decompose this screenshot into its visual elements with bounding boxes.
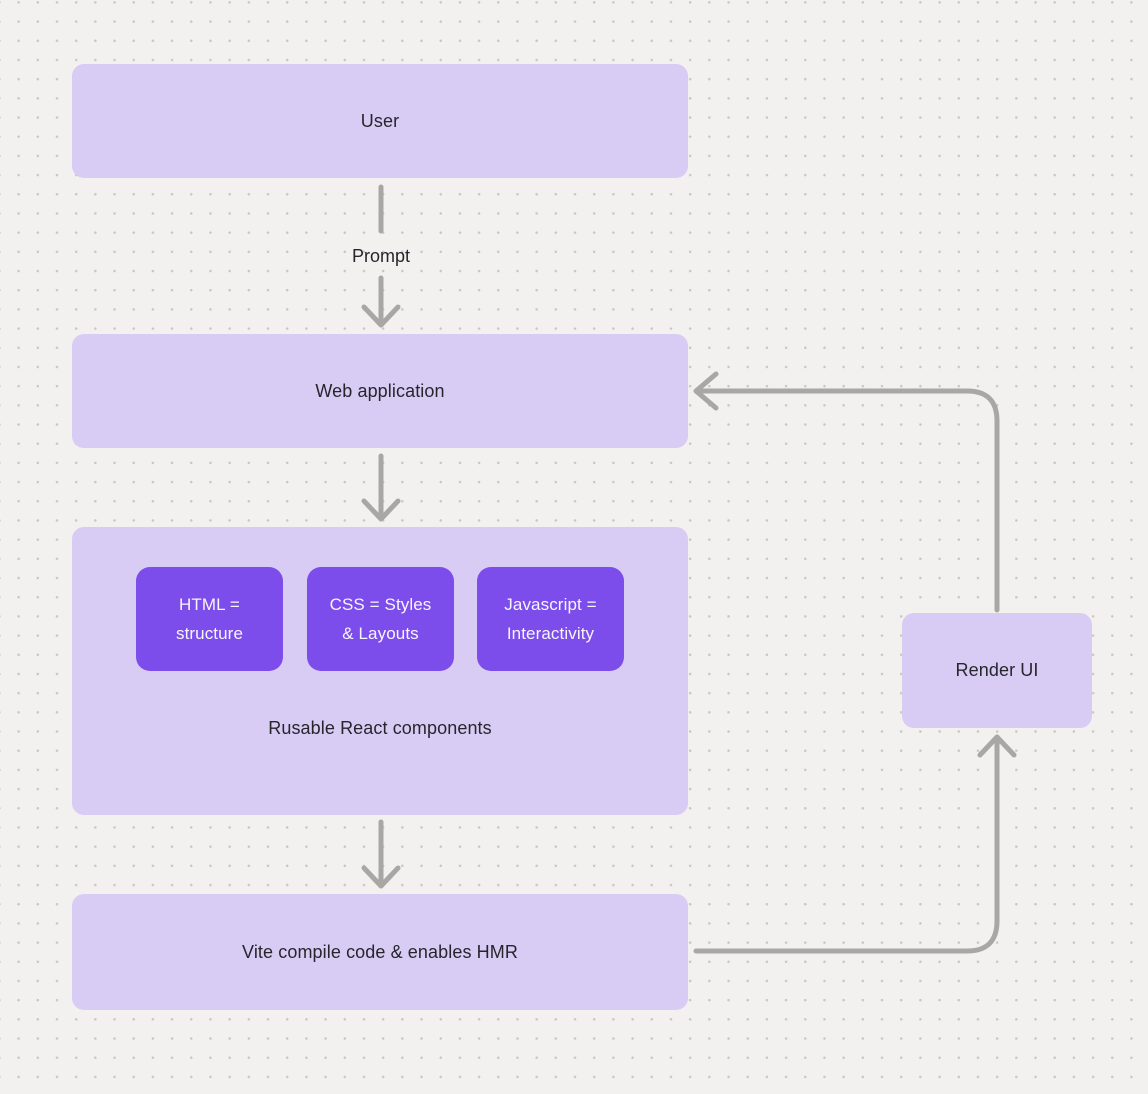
node-vite-label: Vite compile code & enables HMR [242, 941, 518, 962]
components-group-label: Rusable React components [72, 713, 688, 743]
node-javascript-interactivity[interactable]: Javascript = Interactivity [477, 567, 624, 671]
node-render-ui-label: Render UI [955, 660, 1039, 680]
node-web-application[interactable]: Web application [72, 334, 688, 448]
html-label-line1: HTML = [179, 595, 240, 614]
arrowhead-left-webapp-icon [693, 371, 719, 411]
edge-vite-to-renderui [693, 739, 1000, 954]
html-label-line2: structure [175, 624, 244, 643]
arrowhead-down-webapp-icon [361, 304, 401, 328]
node-react-components-group[interactable]: HTML = structure CSS = Styles & Layouts … [72, 527, 688, 815]
edge-renderui-to-webapp [698, 388, 1000, 613]
node-user[interactable]: User [72, 64, 688, 178]
node-vite-compile[interactable]: Vite compile code & enables HMR [72, 894, 688, 1010]
node-web-application-label: Web application [315, 380, 445, 401]
arrowhead-down-vite-icon [361, 865, 401, 889]
node-html-structure[interactable]: HTML = structure [136, 567, 283, 671]
node-css-styles[interactable]: CSS = Styles & Layouts [307, 567, 454, 671]
js-label-line2: Interactivity [506, 624, 595, 643]
css-label-line1: CSS = Styles [329, 595, 432, 614]
prompt-label-text: Prompt [351, 245, 411, 266]
node-user-label: User [360, 110, 400, 131]
css-label-line2: & Layouts [342, 624, 419, 643]
arrowhead-up-renderui-icon [977, 734, 1017, 758]
node-render-ui[interactable]: Render UI [902, 613, 1092, 728]
components-group-label-text: Rusable React components [268, 717, 492, 738]
js-label-line1: Javascript = [504, 595, 597, 614]
arrowhead-down-components-icon [361, 498, 401, 522]
edge-label-prompt: Prompt [281, 242, 481, 270]
